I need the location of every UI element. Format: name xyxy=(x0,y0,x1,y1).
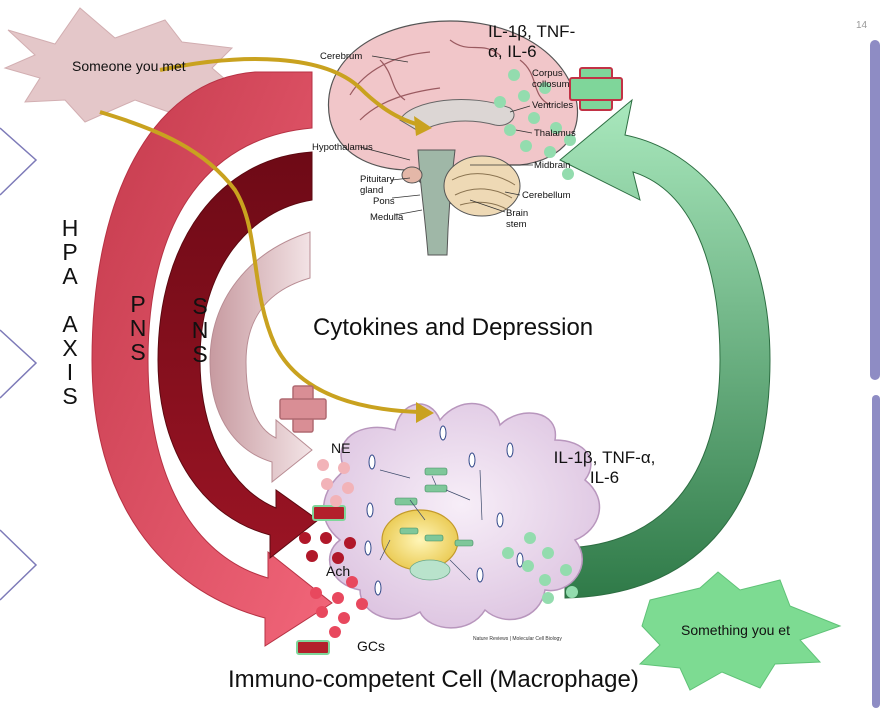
plus-sign-left xyxy=(279,385,327,433)
sns-label: S N S xyxy=(188,294,212,366)
burst-right-label: Something you et xyxy=(681,622,790,638)
sns-letter: S xyxy=(192,341,208,367)
hpa-letter: X xyxy=(62,335,78,361)
minus-sign-upper xyxy=(312,505,346,521)
brain-label-ventricles: Ventricles xyxy=(532,100,574,111)
brain-illustration xyxy=(328,20,579,256)
hpa-letter: H xyxy=(61,215,79,241)
brain-label-hypothalamus: Hypothalamus xyxy=(312,142,373,153)
bottom-label: Immuno-competent Cell (Macrophage) xyxy=(228,666,639,693)
pns-letter: N xyxy=(129,315,147,341)
right-cytokines-label: IL-1β, TNF-α, IL-6 xyxy=(553,448,656,487)
gc-dots xyxy=(310,576,368,638)
macrophage-illustration xyxy=(323,403,601,629)
ach-label: Ach xyxy=(326,563,351,579)
hpa-letter: A xyxy=(62,263,78,289)
page-number: 14 xyxy=(856,20,868,31)
hpa-arrow xyxy=(91,71,333,647)
brain-label-corpus: Corpus collosum xyxy=(532,68,570,90)
return-arrow xyxy=(559,98,771,599)
ach-dots xyxy=(299,532,356,564)
hpa-axis-label: H P A A X I S xyxy=(58,216,82,408)
hpa-letter: S xyxy=(62,383,78,409)
plus-sign-top xyxy=(569,67,623,111)
brain-label-thalamus: Thalamus xyxy=(534,128,576,139)
pns-label: P N S xyxy=(126,292,150,364)
side-panel xyxy=(0,40,880,708)
hpa-letter: P xyxy=(62,239,78,265)
top-cytokines-label: IL-1β, TNF-α, IL-6 xyxy=(488,22,576,61)
hpa-letter: I xyxy=(66,359,74,385)
brain-label-medulla: Medulla xyxy=(370,212,404,223)
brain-label-pons: Pons xyxy=(373,196,395,207)
ne-dots xyxy=(317,459,354,507)
sns-letter: N xyxy=(191,317,209,343)
sns-letter: S xyxy=(192,293,208,319)
hpa-letter: A xyxy=(62,311,78,337)
pathway-lines xyxy=(99,57,434,423)
hpa-letter xyxy=(58,288,82,312)
pns-letter: P xyxy=(130,291,146,317)
ne-label: NE xyxy=(331,440,351,456)
brain-label-midbrain: Midbrain xyxy=(534,160,571,171)
burst-left-label: Someone you met xyxy=(72,58,186,74)
brain-label-cerebellum: Cerebellum xyxy=(522,190,571,201)
minus-sign-lower xyxy=(296,640,330,655)
brain-label-pituitary: Pituitary gland xyxy=(360,174,395,196)
diagram-title: Cytokines and Depression xyxy=(313,314,594,341)
brain-label-cerebrum: Cerebrum xyxy=(320,51,363,62)
cytokine-dots-bottom xyxy=(502,532,578,604)
pns-letter: S xyxy=(130,339,146,365)
starburst-right xyxy=(638,571,842,691)
cell-caption: Nature Reviews | Molecular Cell Biology xyxy=(473,636,562,642)
sns-arrow xyxy=(209,231,313,484)
cytokine-dots-top xyxy=(494,69,576,180)
pns-arrow xyxy=(157,151,319,560)
brain-label-brainstem: Brain stem xyxy=(506,208,529,230)
gcs-label: GCs xyxy=(357,638,385,654)
